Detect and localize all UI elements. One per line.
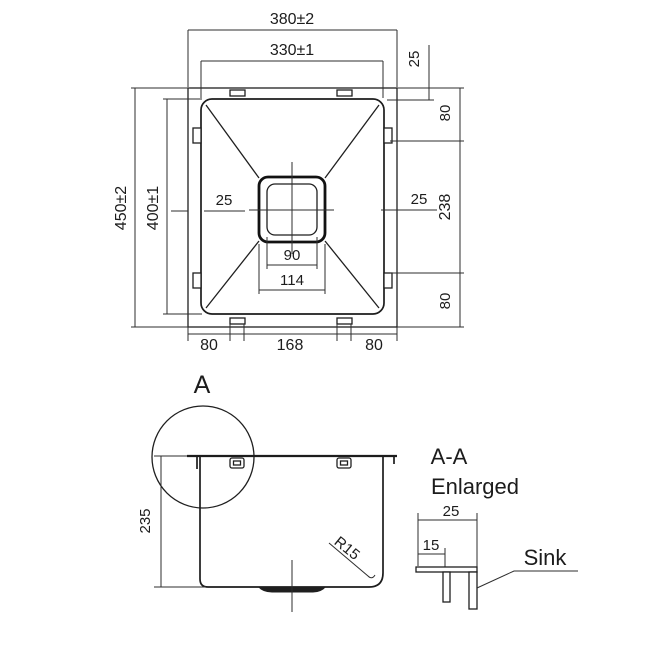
- dim-right-top-label: 80: [437, 105, 454, 122]
- dim-rim-top-right-label: 25: [406, 51, 423, 68]
- clip-top-left: [229, 89, 246, 97]
- section-cut-label: A: [194, 371, 211, 399]
- dim-drain-inner-label: 90: [284, 247, 301, 264]
- dim-drain-outer: 114: [258, 244, 326, 294]
- dim-right-bottom-label: 80: [437, 293, 454, 310]
- dim-drain-outer-label: 114: [280, 272, 304, 289]
- dim-bowl-height: 400±1: [145, 98, 202, 315]
- dim-depth-label: 235: [137, 508, 154, 533]
- dim-drain-inner: 90: [266, 237, 318, 269]
- dim-bowl-width-label: 330±1: [270, 42, 314, 59]
- dim-detail-rim-width-label: 25: [443, 503, 460, 520]
- section-view: A 235 R15: [137, 371, 397, 612]
- dim-bottom-left-label: 80: [200, 337, 218, 354]
- radius-callout-label: R15: [331, 533, 363, 564]
- dim-overall-width: 380±2: [187, 11, 398, 87]
- dim-bowl-height-label: 400±1: [145, 186, 162, 230]
- dim-chain-bottom: 80 168 80: [187, 324, 398, 354]
- dim-overall-height: 450±2: [113, 87, 190, 328]
- dim-bottom-right-label: 80: [365, 337, 383, 354]
- detail-title: A-A: [431, 444, 468, 469]
- dim-drain-offset-left-label: 25: [216, 192, 233, 209]
- detail-subtitle: Enlarged: [431, 474, 519, 499]
- dim-bottom-center-label: 168: [277, 337, 304, 354]
- dim-chain-right: 80 238 80: [390, 88, 464, 328]
- dim-bowl-width: 330±1: [200, 42, 384, 98]
- clip-left-lower: [192, 272, 202, 289]
- plan-flange-outline: [187, 87, 398, 328]
- dim-detail-rim-width: 25: [417, 503, 478, 567]
- dim-detail-lip-offset: 15: [418, 537, 446, 567]
- plan-centerlines: [171, 162, 437, 254]
- radius-callout: R15: [328, 533, 376, 579]
- plan-view: 380±2 330±1 450±2 400±1 25: [113, 11, 464, 354]
- dim-overall-width-label: 380±2: [270, 11, 314, 28]
- rim-profile: [415, 566, 478, 610]
- clip-bottom-right: [336, 317, 353, 325]
- plan-mounting-clips: [192, 89, 393, 325]
- sink-callout: Sink: [476, 545, 578, 589]
- rim-profile-flange: [415, 566, 478, 573]
- clip-left-upper: [192, 127, 202, 144]
- dim-rim-top-right: 25: [387, 45, 464, 101]
- section-clips: [229, 457, 352, 469]
- dim-right-middle-label: 238: [437, 194, 454, 221]
- clip-top-right: [336, 89, 353, 97]
- clip-right-lower: [383, 272, 393, 289]
- plan-bowl-outline: [200, 98, 385, 315]
- sink-callout-label: Sink: [524, 545, 568, 570]
- rim-profile-inner-leg: [442, 571, 451, 603]
- dim-drain-offset-right-label: 25: [411, 191, 428, 208]
- dim-overall-height-label: 450±2: [113, 186, 130, 230]
- clip-right-upper: [383, 127, 393, 144]
- dim-depth: 235: [137, 456, 206, 588]
- rim-profile-outer-leg: [468, 571, 478, 610]
- dim-detail-lip-offset-label: 15: [423, 537, 440, 554]
- clip-bottom-left: [229, 317, 246, 325]
- plan-slope-lines: [205, 104, 380, 309]
- detail-view: A-A Enlarged 25 15 Sink: [415, 444, 578, 610]
